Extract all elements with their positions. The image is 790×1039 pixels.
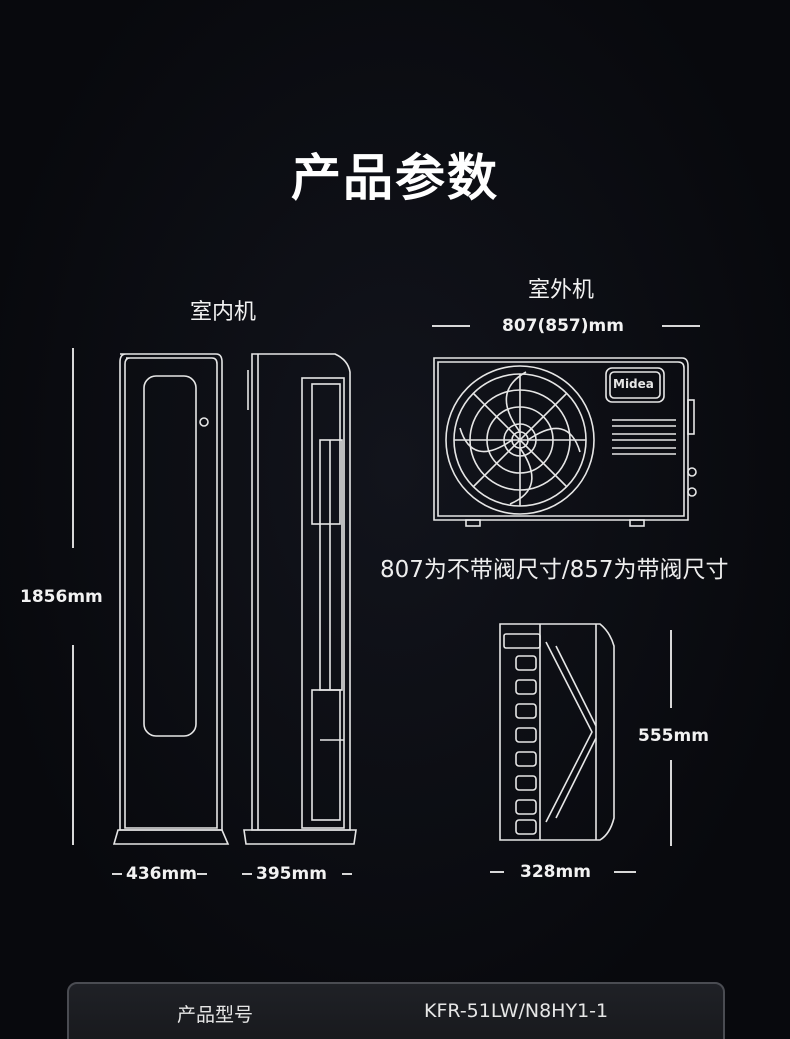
outdoor-depth-line-right bbox=[614, 871, 636, 873]
height-dimension-line-bottom bbox=[72, 645, 74, 845]
outdoor-depth-line-left bbox=[490, 871, 504, 873]
indoor-width-label: 436mm bbox=[126, 864, 197, 884]
outdoor-unit-side-drawing bbox=[499, 623, 615, 841]
indoor-height-label: 1856mm bbox=[20, 587, 103, 607]
indoor-unit-label: 室内机 bbox=[190, 300, 257, 325]
width-line-left bbox=[112, 873, 122, 875]
outdoor-unit-front-drawing bbox=[433, 357, 697, 527]
outdoor-height-line-top bbox=[670, 630, 672, 708]
width-line-right bbox=[197, 873, 207, 875]
spec-key: 产品型号 bbox=[177, 1004, 254, 1026]
outdoor-height-line-bottom bbox=[670, 760, 672, 846]
outdoor-width-line-left bbox=[432, 325, 470, 327]
indoor-unit-side-drawing bbox=[243, 353, 357, 845]
spec-table: 产品型号 KFR-51LW/N8HY1-1 bbox=[67, 982, 725, 1039]
outdoor-depth-label: 328mm bbox=[520, 862, 591, 882]
spec-value: KFR-51LW/N8HY1-1 bbox=[424, 1000, 609, 1022]
midea-logo: Midea bbox=[613, 377, 654, 391]
indoor-depth-label: 395mm bbox=[256, 864, 327, 884]
depth-line-left bbox=[242, 873, 252, 875]
height-dimension-line-top bbox=[72, 348, 74, 548]
outdoor-size-note: 807为不带阀尺寸/857为带阀尺寸 bbox=[380, 557, 729, 583]
outdoor-width-label: 807(857)mm bbox=[502, 316, 624, 336]
page-title: 产品参数 bbox=[291, 149, 499, 207]
outdoor-unit-label: 室外机 bbox=[528, 278, 595, 303]
indoor-unit-front-drawing bbox=[112, 353, 230, 845]
depth-line-right bbox=[342, 873, 352, 875]
outdoor-width-line-right bbox=[662, 325, 700, 327]
outdoor-height-label: 555mm bbox=[638, 726, 709, 746]
